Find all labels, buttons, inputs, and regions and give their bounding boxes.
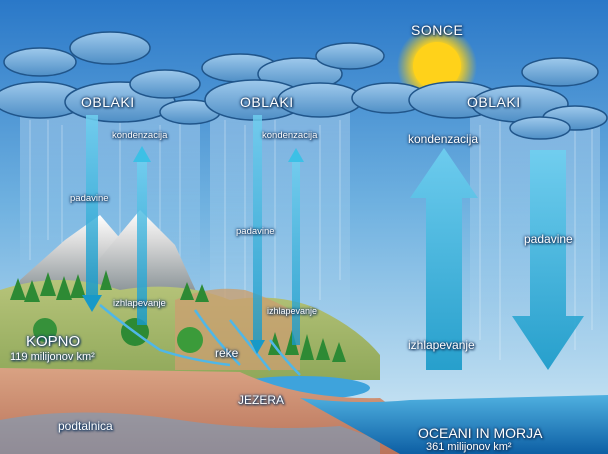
cloud-label-1: OBLAKI <box>81 94 135 110</box>
rivers-label: reke <box>215 346 239 360</box>
arrow-precipitation-land-1 <box>82 115 102 312</box>
precipitation-label-1: padavine <box>70 193 109 204</box>
evaporation-label-2: izhlapevanje <box>267 306 318 316</box>
land-title: KOPNO <box>26 333 81 350</box>
ocean <box>300 395 608 454</box>
clouds <box>0 31 608 140</box>
arrow-precipitation-ocean <box>512 150 584 370</box>
rain-lines <box>29 120 593 360</box>
ocean-area: 361 milijonov km² <box>426 441 512 453</box>
arrow-evaporation-land-2 <box>288 148 304 345</box>
condensation-label-1: kondenzacija <box>112 130 168 141</box>
evaporation-label-1: izhlapevanje <box>113 298 166 309</box>
sun-label: SONCE <box>411 22 464 38</box>
rivers <box>99 304 301 376</box>
precipitation-label-2: padavine <box>236 226 275 237</box>
groundwater-label: podtalnica <box>58 419 113 433</box>
cloud-label-2: OBLAKI <box>240 94 294 110</box>
sun-icon <box>413 42 461 90</box>
condensation-label-3: kondenzacija <box>408 132 479 146</box>
arrow-evaporation-land-1 <box>133 146 151 325</box>
arrow-evaporation-ocean <box>410 148 478 370</box>
arrow-precipitation-land-2 <box>250 115 265 354</box>
evaporation-label-3: izhlapevanje <box>408 338 475 352</box>
groundwater-layer <box>0 412 380 454</box>
condensation-label-2: kondenzacija <box>262 130 318 141</box>
ocean-title: OCEANI IN MORJA <box>418 425 543 441</box>
land-area: 119 milijonov km² <box>10 351 95 363</box>
precipitation-label-3: padavine <box>524 232 573 246</box>
lakes-label: JEZERA <box>238 393 285 407</box>
cloud-label-3: OBLAKI <box>467 94 521 110</box>
